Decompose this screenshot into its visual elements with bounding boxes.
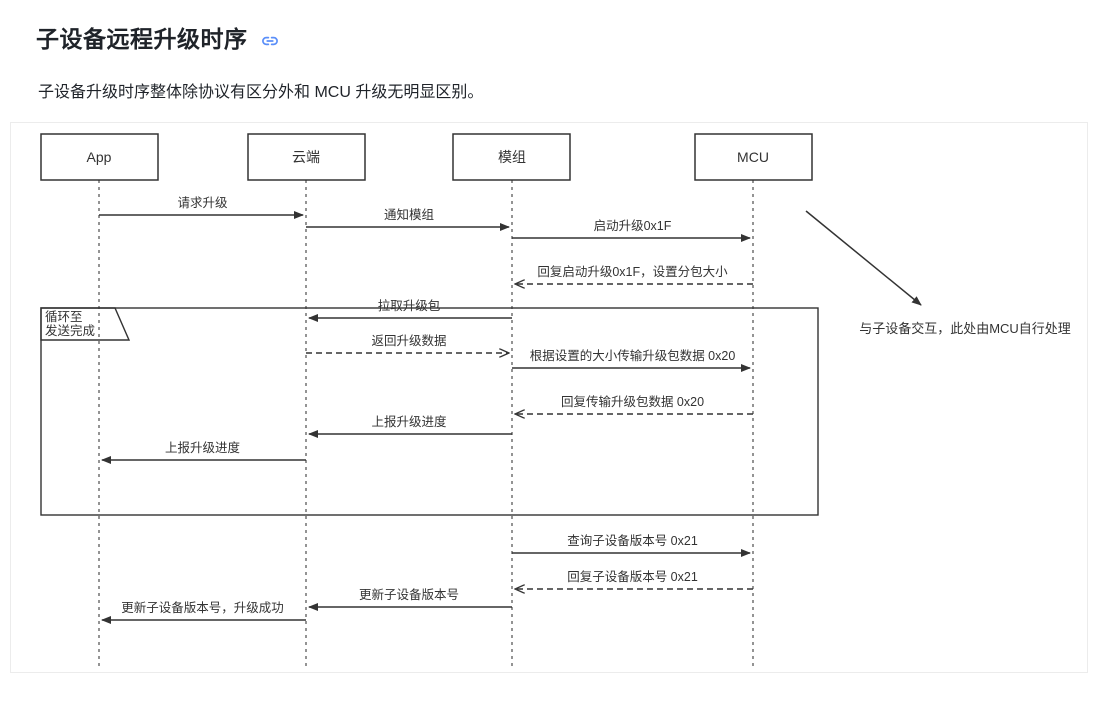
participant-app: App xyxy=(40,133,159,181)
message-m10: 上报升级进度 xyxy=(101,440,306,464)
participant-label: App xyxy=(87,149,112,165)
intro-paragraph: 子设备升级时序整体除协议有区分外和 MCU 升级无明显区别。 xyxy=(38,84,484,101)
link-icon[interactable] xyxy=(260,31,280,51)
message-m6: 返回升级数据 xyxy=(306,333,509,353)
message-m11: 查询子设备版本号 0x21 xyxy=(512,533,751,557)
participant-box xyxy=(247,133,366,181)
message-label: 回复传输升级包数据 0x20 xyxy=(561,394,704,409)
message-label: 回复启动升级0x1F，设置分包大小 xyxy=(537,264,728,279)
message-label: 根据设置的大小传输升级包数据 0x20 xyxy=(530,348,736,363)
loop-label-line-2: 发送完成 xyxy=(45,323,95,338)
participant-label: 云端 xyxy=(292,149,320,165)
participant-mcu: MCU xyxy=(694,133,813,181)
page-heading: 子设备远程升级时序 xyxy=(36,22,280,56)
page-title: 子设备远程升级时序 xyxy=(36,26,248,52)
message-label: 上报升级进度 xyxy=(165,440,241,455)
participant-boxes-group: App 云端 模组 MCU xyxy=(40,133,813,181)
message-m13: 更新子设备版本号 xyxy=(308,587,512,611)
message-m7: 根据设置的大小传输升级包数据 0x20 xyxy=(512,348,751,372)
participant-label: MCU xyxy=(737,149,769,165)
message-label: 上报升级进度 xyxy=(371,414,447,429)
loop-frame xyxy=(40,307,819,516)
note-pointer-arrow xyxy=(805,210,922,306)
note-group: 与子设备交互，此处由MCU自行处理 xyxy=(805,210,1071,336)
message-m14: 更新子设备版本号，升级成功 xyxy=(101,600,306,624)
message-m1: 请求升级 xyxy=(99,196,304,219)
message-label: 查询子设备版本号 0x21 xyxy=(567,533,698,548)
message-m8: 回复传输升级包数据 0x20 xyxy=(515,394,753,414)
participant-box xyxy=(452,133,571,181)
message-m2: 通知模组 xyxy=(306,208,510,231)
participant-module: 模组 xyxy=(452,133,571,181)
message-m12: 回复子设备版本号 0x21 xyxy=(515,569,753,589)
participant-label: 模组 xyxy=(498,149,526,165)
message-m5: 拉取升级包 xyxy=(308,298,512,322)
lifelines-group xyxy=(98,180,754,668)
participant-box xyxy=(40,133,159,181)
message-label: 更新子设备版本号 xyxy=(359,587,459,602)
message-m3: 启动升级0x1F xyxy=(512,219,751,242)
message-label: 请求升级 xyxy=(177,196,228,210)
message-label: 拉取升级包 xyxy=(378,298,441,313)
participant-cloud: 云端 xyxy=(247,133,366,181)
message-m4: 回复启动升级0x1F，设置分包大小 xyxy=(515,264,753,284)
note-text: 与子设备交互，此处由MCU自行处理 xyxy=(859,321,1071,336)
participant-box xyxy=(694,133,813,181)
message-label: 更新子设备版本号，升级成功 xyxy=(121,600,284,615)
message-label: 返回升级数据 xyxy=(371,333,446,348)
loop-label-tab xyxy=(40,307,131,341)
message-label: 通知模组 xyxy=(384,208,434,222)
message-label: 启动升级0x1F xyxy=(594,219,672,233)
message-label: 回复子设备版本号 0x21 xyxy=(567,569,698,584)
sequence-diagram-panel: 循环至发送完成 请求升级通知模组启动升级0x1F 回复启动升级0x1F，设置分包大… xyxy=(10,122,1088,673)
message-m9: 上报升级进度 xyxy=(308,414,512,438)
loop-label-line-1: 循环至 xyxy=(45,310,83,324)
